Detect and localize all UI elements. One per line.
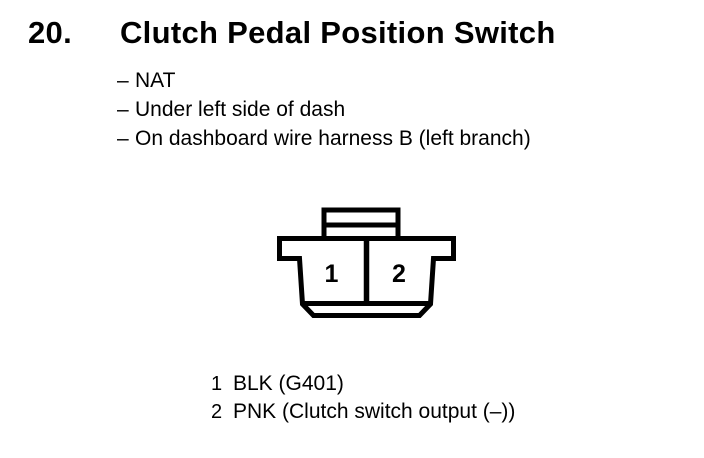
dash-marker: – xyxy=(117,98,129,121)
legend-row: 1 BLK (G401) xyxy=(211,370,515,398)
dash-marker: – xyxy=(117,69,129,92)
dash-marker: – xyxy=(117,127,129,150)
legend-pin-text: BLK (G401) xyxy=(233,372,344,395)
list-item-text: Under left side of dash xyxy=(135,98,346,121)
list-item: – Under left side of dash xyxy=(117,95,531,124)
page-title: Clutch Pedal Position Switch xyxy=(120,15,556,50)
list-item-text: On dashboard wire harness B (left branch… xyxy=(135,127,531,150)
detail-list: – NAT – Under left side of dash – On das… xyxy=(117,66,531,153)
list-item: – NAT xyxy=(117,66,531,95)
legend-row: 2 PNK (Clutch switch output (–)) xyxy=(211,398,515,426)
pin-legend: 1 BLK (G401) 2 PNK (Clutch switch output… xyxy=(211,370,515,426)
section-heading: 20. Clutch Pedal Position Switch xyxy=(28,16,556,50)
connector-diagram: 1 2 xyxy=(277,207,456,318)
legend-pin-number: 2 xyxy=(211,401,223,423)
pin-1-number: 1 xyxy=(325,260,339,288)
pin-2-number: 2 xyxy=(392,260,406,288)
list-item-text: NAT xyxy=(135,69,176,92)
list-item: – On dashboard wire harness B (left bran… xyxy=(117,124,531,153)
legend-pin-number: 1 xyxy=(211,373,223,395)
legend-pin-text: PNK (Clutch switch output (–)) xyxy=(233,400,516,423)
section-number: 20. xyxy=(28,15,72,50)
